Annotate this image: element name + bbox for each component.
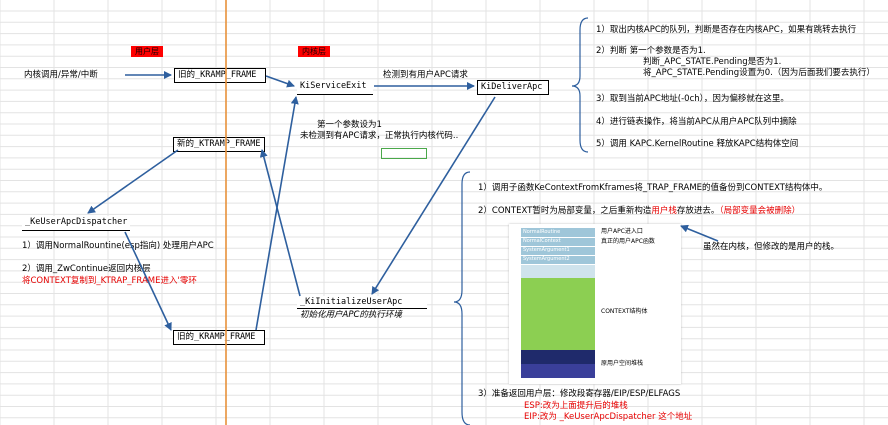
no-apc-line-1: 第一个参数设为1 bbox=[317, 120, 382, 130]
stack-figure: 用户APC进入口 真正的用户APC函数 CONTEXT结构体 原用户空间堆栈 bbox=[509, 224, 681, 384]
init-step-2-paren: （局部变量会被删除） bbox=[719, 206, 801, 216]
left-step-2-note: 将CONTEXT复制到_KTRAP_FRAME进入'零环 bbox=[22, 276, 197, 286]
new-frame-label: 新的_KTRAMP_FRAME bbox=[177, 139, 261, 149]
stack-original-2 bbox=[521, 364, 595, 378]
stack-apc-label-2: 真正的用户APC函数 bbox=[601, 238, 655, 245]
stack-apc-label-1: 用户APC进入口 bbox=[601, 228, 643, 235]
stack-gap bbox=[521, 264, 595, 278]
init-step-1: 1）调用子函数KeContextFromKframes将_TRAP_FRAME的… bbox=[478, 183, 828, 193]
init-user-apc-note: 初始化用户APC的执行环境 bbox=[300, 310, 402, 320]
init-step-2-mid: 存放进去。 bbox=[676, 206, 720, 216]
deliver-apc-label: KiDeliverApc bbox=[481, 82, 543, 92]
dispatcher-label: _KeUserApcDispatcher bbox=[25, 217, 128, 227]
deliver-step-4: 4）进行链表操作，将当前APC从用户APC队列中摘除 bbox=[596, 117, 797, 127]
stack-row-3: SystemArgument2 bbox=[521, 255, 595, 265]
dispatcher-box: _KeUserApcDispatcher bbox=[22, 216, 130, 231]
deliver-step-2a: 2）判断 第一个参数是否为1. bbox=[596, 46, 706, 56]
left-step-1: 1）调用NormalRountine(esp指向) 处理用户APC bbox=[22, 241, 214, 251]
user-layer-tag: 用户层 bbox=[131, 46, 163, 57]
old-frame-top-box: 旧的_KRAMP_FRAME bbox=[174, 68, 266, 83]
service-exit-box: KiServiceExit bbox=[297, 80, 373, 95]
deliver-step-1: 1）取出内核APC的队列，判断是否存在内核APC，如果有跳转去执行 bbox=[596, 25, 857, 35]
init-step-2: 2）CONTEXT暂时为局部变量，之后重新构造用户栈存放进去。（局部变量会被删除… bbox=[478, 206, 800, 217]
deliver-apc-box: KiDeliverApc bbox=[477, 80, 549, 95]
stack-context bbox=[521, 278, 595, 350]
kernel-stack-note: 虽然在内核，但修改的是用户的栈。 bbox=[703, 242, 840, 252]
old-frame-bottom-label: 旧的_KRAMP_FRAME bbox=[177, 332, 256, 342]
init-step-3: 3）准备返回用户层：修改段寄存器/EIP/ESP/ELFAGS bbox=[478, 389, 681, 399]
kernel-layer-tag: 内核层 bbox=[298, 46, 330, 57]
deliver-step-2c: 将_APC_STATE.Pending设置为0.（因为后面我们要去执行） bbox=[643, 68, 875, 78]
init-user-apc-label: _KiInitializeUserApc bbox=[300, 297, 403, 307]
user-apc-detected-label: 检测到有用户APC请求 bbox=[383, 70, 468, 80]
init-step-2-user-stack: 用户栈 bbox=[651, 206, 677, 216]
stack-row-2: SystemArgument1 bbox=[521, 246, 595, 256]
service-exit-label: KiServiceExit bbox=[300, 81, 367, 91]
old-frame-top-label: 旧的_KRAMP_FRAME bbox=[178, 70, 257, 80]
old-frame-bottom-box: 旧的_KRAMP_FRAME bbox=[173, 330, 265, 345]
deliver-step-3: 3）取到当前APC地址(-0ch），因为偏移就在这里。 bbox=[596, 94, 789, 104]
stack-orig-label: 原用户空间堆栈 bbox=[601, 360, 644, 367]
init-step-3-esp: ESP:改为上面提升后的堆栈 bbox=[524, 401, 628, 411]
stack-original-1 bbox=[521, 350, 595, 364]
deliver-step-5: 5）调用 KAPC.KernelRoutine 释放KAPC结构体空间 bbox=[596, 139, 799, 149]
init-step-2-prefix: 2）CONTEXT暂时为局部变量，之后重新构造 bbox=[478, 206, 652, 216]
new-frame-box: 新的_KTRAMP_FRAME bbox=[173, 137, 265, 152]
stack-context-label: CONTEXT结构体 bbox=[601, 308, 648, 315]
green-selection-cell bbox=[381, 148, 427, 159]
stack-row-0: NormalRoutine bbox=[521, 228, 595, 238]
left-step-2: 2）调用_ZwContinue返回内核层 bbox=[22, 264, 151, 274]
init-step-3-eip: EIP:改为 _KeUserApcDispatcher 这个地址 bbox=[524, 412, 693, 422]
init-user-apc-box: _KiInitializeUserApc bbox=[297, 296, 427, 309]
entry-label: 内核调用/异常/中断 bbox=[24, 70, 98, 80]
no-apc-line-2: 未检测到有APC请求，正常执行内核代码.. bbox=[300, 131, 459, 141]
deliver-step-2b: 判断_APC_STATE.Pending是否为1. bbox=[643, 57, 782, 67]
stack-row-1: NormalContext bbox=[521, 237, 595, 247]
